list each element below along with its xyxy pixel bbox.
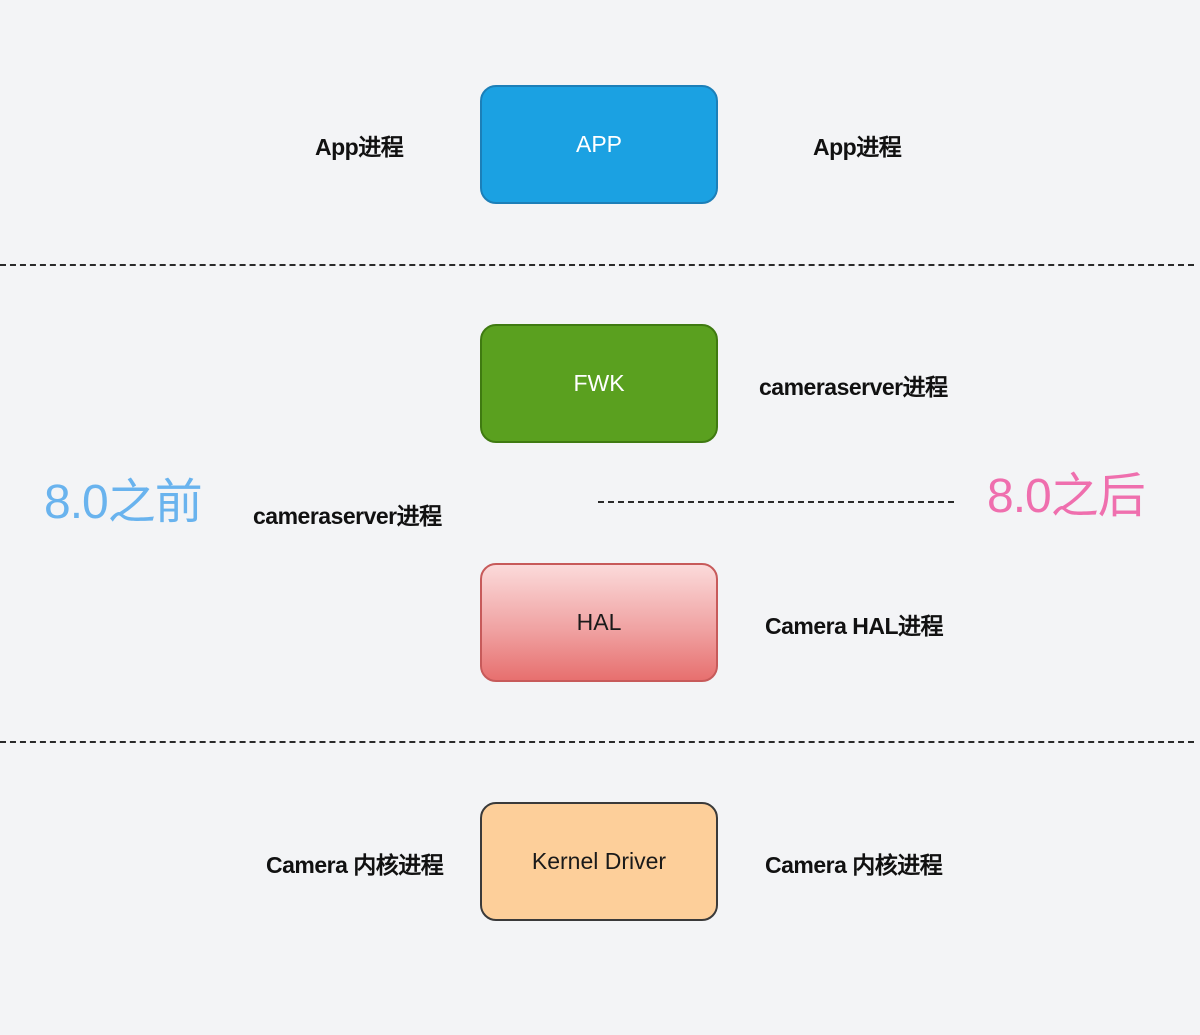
separator-hal-kernel — [0, 741, 1194, 743]
hal-box-label: HAL — [576, 609, 622, 635]
separator-fwk-hal-after — [598, 501, 954, 503]
hal-box: HAL — [480, 563, 718, 682]
app-box: APP — [480, 85, 718, 204]
before-8-0-label: 8.0之前 — [44, 476, 203, 529]
cameraserver-process-left-label: cameraserver进程 — [253, 503, 442, 529]
camera-kernel-process-right-label: Camera 内核进程 — [765, 852, 943, 878]
camera-hal-process-label: Camera HAL进程 — [765, 613, 944, 639]
camera-kernel-process-left-label: Camera 内核进程 — [266, 852, 444, 878]
kernel-driver-box: Kernel Driver — [480, 802, 718, 921]
cameraserver-process-right-label: cameraserver进程 — [759, 374, 948, 400]
app-process-left-label: App进程 — [315, 134, 404, 160]
app-process-right-label: App进程 — [813, 134, 902, 160]
fwk-box: FWK — [480, 324, 718, 443]
app-box-label: APP — [575, 131, 623, 157]
fwk-box-label: FWK — [573, 370, 625, 396]
kernel-driver-box-label: Kernel Driver — [531, 848, 667, 874]
separator-app-framework — [0, 264, 1194, 266]
after-8-0-label: 8.0之后 — [987, 470, 1146, 523]
